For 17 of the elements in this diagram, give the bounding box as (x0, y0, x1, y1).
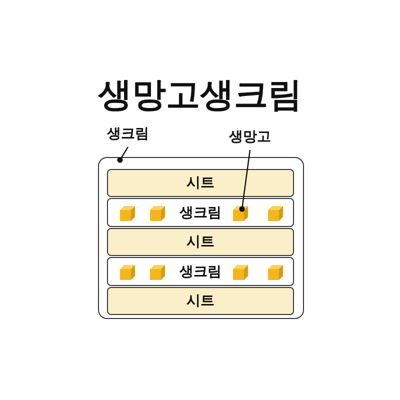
layer-label: 시트 (186, 174, 214, 192)
cube-icon (233, 206, 248, 221)
leader-line (117, 146, 129, 163)
layer-band (107, 257, 294, 286)
cake-outline (98, 157, 304, 319)
layer-band (107, 198, 294, 227)
layer-band (107, 169, 294, 197)
layer-label: 생크림 (180, 262, 222, 280)
label: 생망고 (220, 128, 280, 148)
layer-band (107, 228, 294, 256)
title: 생망고생크림 (97, 74, 303, 117)
layer-band (107, 287, 294, 315)
label: 생크림 (98, 125, 158, 145)
layer-label: 시트 (186, 233, 214, 251)
layer-label: 생크림 (180, 204, 222, 222)
leader-line (239, 150, 251, 212)
layer-label: 시트 (186, 292, 214, 310)
